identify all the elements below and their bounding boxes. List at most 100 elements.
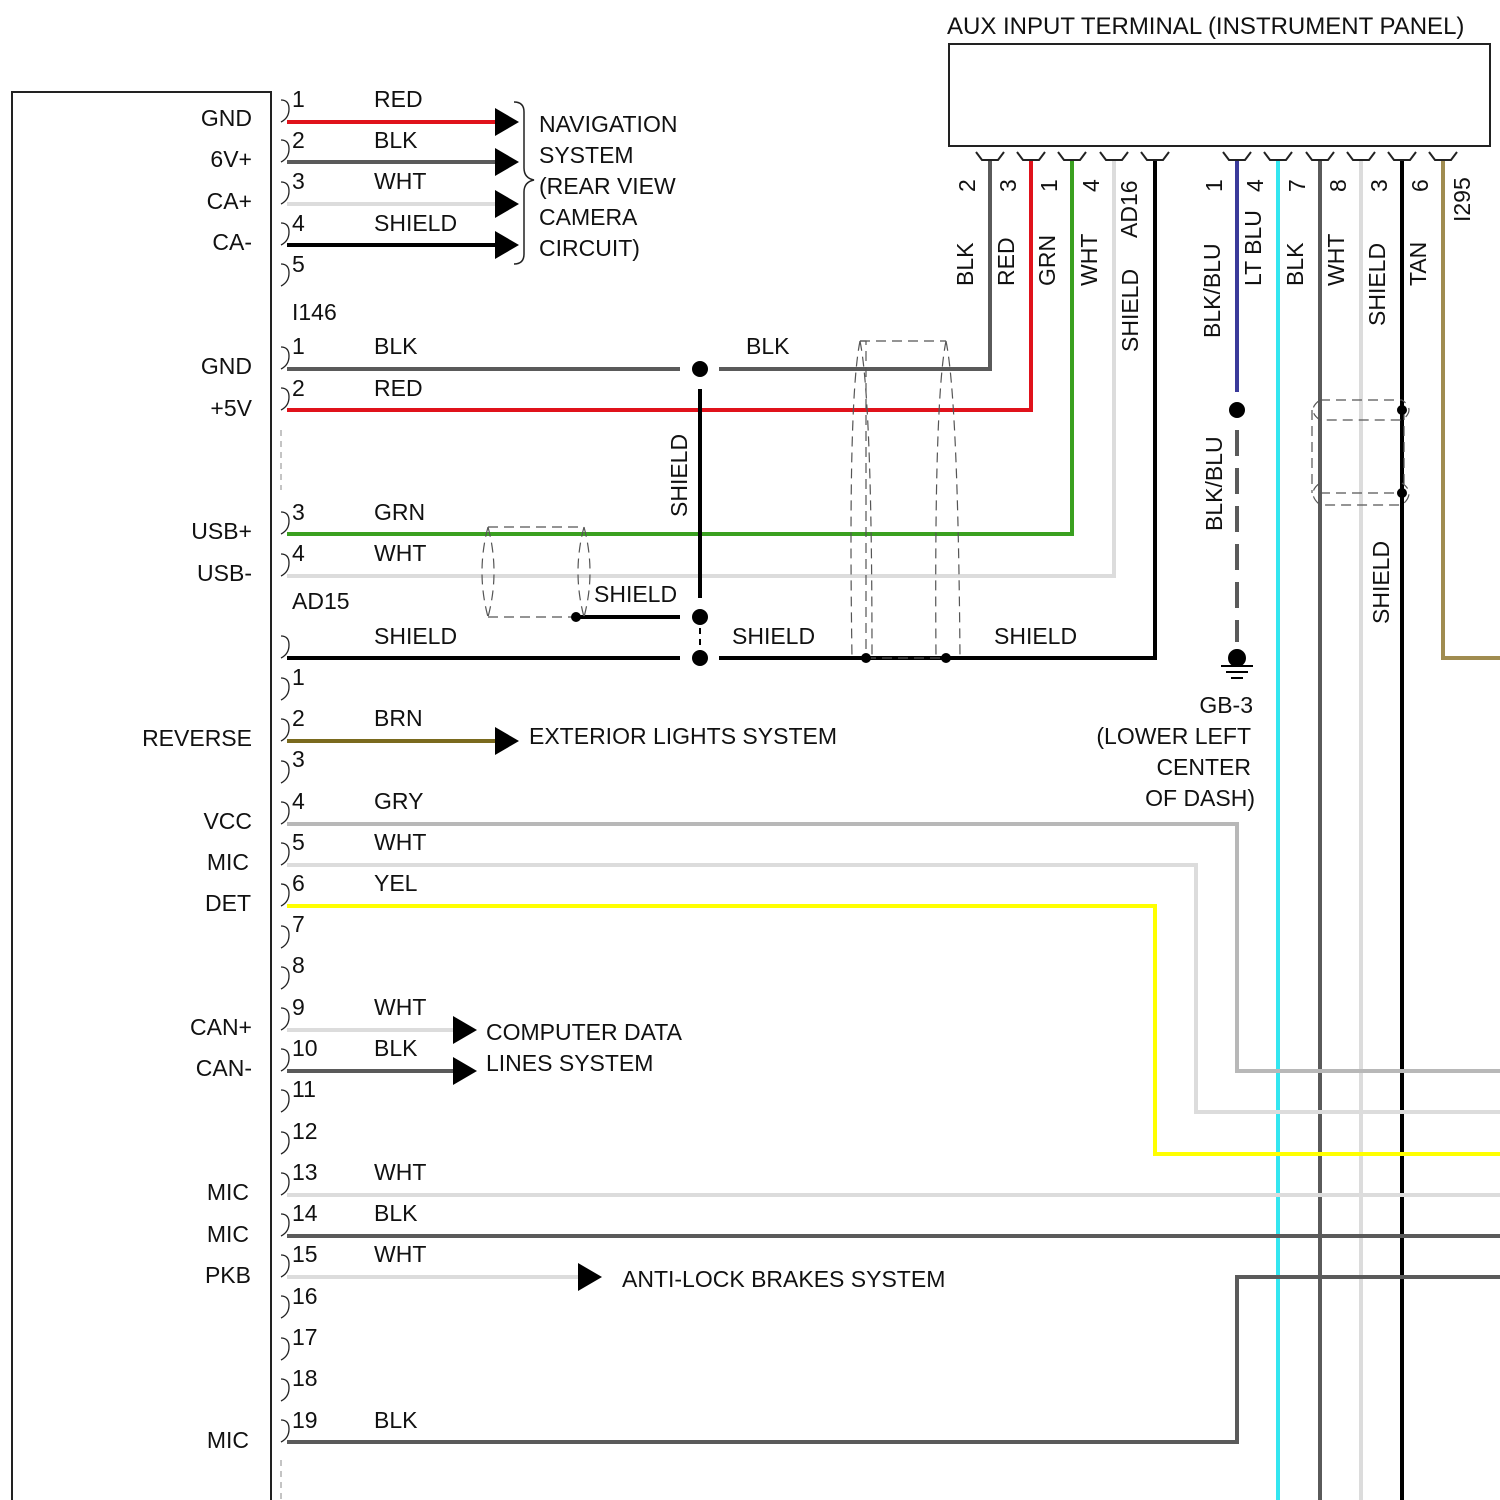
shield-label: SHIELD [994, 623, 1077, 649]
terminal-label: MIC [207, 1179, 249, 1205]
pin-number: 1 [292, 664, 305, 690]
pin-number: 7 [292, 911, 305, 937]
terminal-label: VCC [203, 808, 252, 834]
splice-dot-icon [941, 653, 951, 663]
shield-label: SHIELD [594, 581, 677, 607]
ground-location-line: (LOWER LEFT [1096, 723, 1251, 749]
arrow-head-icon [495, 148, 519, 176]
terminal-label: CA+ [207, 188, 252, 214]
wire-color-label: BLK [374, 1200, 418, 1226]
terminal-label: 6V+ [210, 146, 252, 172]
pin-number: 16 [292, 1283, 318, 1309]
aux-connector-notches [976, 152, 1457, 160]
terminal-label: DET [205, 890, 251, 916]
pin-number: 3 [292, 499, 305, 525]
ground-location-line: CENTER [1156, 754, 1251, 780]
ground-wire-label: BLK/BLU [1201, 436, 1227, 531]
aux-pin-number: 4 [1242, 179, 1268, 192]
nav-system-line: NAVIGATION [539, 111, 677, 137]
connector-cavity-icon [281, 802, 289, 824]
wire-color-label: WHT [374, 1241, 426, 1267]
connector-cavity-icon [281, 1173, 289, 1195]
pin-number: 11 [292, 1076, 316, 1102]
pin-number: 2 [292, 127, 305, 153]
aux-cavity-icon [1429, 152, 1457, 160]
wire-color-label: GRN [374, 499, 425, 525]
arrow-head-icon [495, 727, 519, 755]
wire-color-label: SHIELD [374, 210, 457, 236]
connector-cavity-icon [281, 1379, 289, 1401]
splice-points [571, 361, 1407, 666]
pin-number: 19 [292, 1407, 318, 1433]
pin-number: 15 [292, 1241, 318, 1267]
connector-label-i295: I295 [1449, 177, 1475, 222]
computer-data-label: LINES SYSTEM [486, 1050, 653, 1076]
pin-number: 14 [292, 1200, 318, 1226]
pin-number: 1 [292, 86, 305, 112]
shield-enclosures [482, 341, 1409, 658]
connector-cavity-icon [281, 347, 289, 369]
aux-pin-number: 2 [954, 179, 980, 192]
pin-number: 4 [292, 540, 305, 566]
splice-dot-icon [1397, 405, 1407, 415]
connector-cavity-icon [281, 264, 289, 286]
terminal-label: +5V [210, 395, 252, 421]
splice-dot-icon [861, 653, 871, 663]
wire-color-label: BLK [374, 1035, 418, 1061]
aux-cavity-icon [1100, 152, 1128, 160]
arrow-head-icon [495, 190, 519, 218]
aux-cavity-icon [1223, 152, 1251, 160]
pin-number: 2 [292, 705, 305, 731]
aux-cavity-icon [1388, 152, 1416, 160]
connector-cavity-icon [281, 140, 289, 162]
connector-cavity-icon [281, 388, 289, 410]
splice-dot-icon [1397, 488, 1407, 498]
aux-pin-number: 3 [1366, 179, 1392, 192]
nav-system-label: NAVIGATION SYSTEM (REAR VIEW CAMERA CIRC… [539, 111, 677, 261]
exterior-lights-label: EXTERIOR LIGHTS SYSTEM [529, 723, 837, 749]
connector-label-ad16: AD16 [1116, 180, 1142, 238]
pin-number: 13 [292, 1159, 318, 1185]
connector-cavity-icon [281, 223, 289, 245]
connector-cavity-icon [281, 884, 289, 906]
computer-data-label: COMPUTER DATA [486, 1019, 683, 1045]
wire-color-label: RED [374, 375, 423, 401]
pin-number: 4 [292, 210, 305, 236]
splice-dot-icon [1229, 402, 1245, 418]
terminal-label: MIC [207, 849, 249, 875]
terminal-label: CA- [212, 229, 252, 255]
aux-pin-number: 3 [995, 179, 1021, 192]
splice-dot-icon [692, 650, 708, 666]
connector-cavity-icon [281, 1090, 289, 1112]
connector-cavity-icon [281, 761, 289, 783]
connector-cavity-icon [281, 719, 289, 741]
pin-number: 4 [292, 788, 305, 814]
connector-cavity-icon [281, 100, 289, 122]
antilock-label: ANTI-LOCK BRAKES SYSTEM [622, 1266, 945, 1292]
shield-enclosure-aux-a [851, 341, 872, 658]
aux-cavity-icon [1017, 152, 1045, 160]
terminal-label: MIC [207, 1427, 249, 1453]
aux-pin-number: 7 [1284, 179, 1310, 192]
pin-number: 1 [292, 333, 305, 359]
pin-number: 3 [292, 746, 305, 772]
nav-system-line: CIRCUIT) [539, 235, 640, 261]
ground-label: GB-3 (LOWER LEFT CENTER OF DASH) [1096, 692, 1255, 811]
aux-pin-number: 4 [1078, 179, 1104, 192]
wire-color-label: BRN [374, 705, 423, 731]
terminal-label: MIC [207, 1221, 249, 1247]
connector-cavity-icon [281, 926, 289, 948]
shield-label: SHIELD [666, 434, 692, 517]
aux-wire-color: RED [993, 237, 1019, 286]
shield-enclosure-aux-b [860, 341, 960, 658]
wire-color-label: WHT [374, 994, 426, 1020]
aux-cavity-icon [976, 152, 1004, 160]
connector-cavity-icon [281, 512, 289, 534]
splice-dot-icon [692, 609, 708, 625]
aux-cavity-icon [1306, 152, 1334, 160]
arrow-head-icon [453, 1057, 477, 1085]
pin-number: 6 [292, 870, 305, 896]
arrow-head-icon [495, 108, 519, 136]
